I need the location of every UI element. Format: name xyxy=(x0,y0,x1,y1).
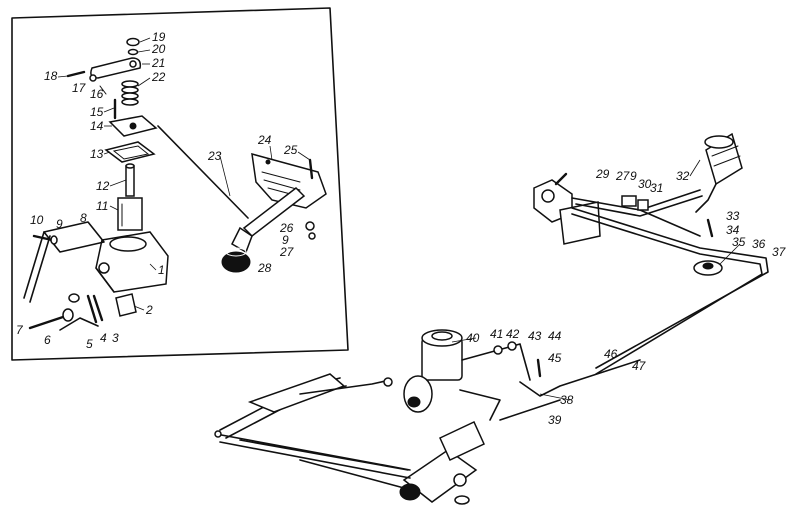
callout-21: 21 xyxy=(151,56,165,70)
callout-37: 37 xyxy=(772,245,787,259)
callout-13: 13 xyxy=(90,147,104,161)
callout-10: 10 xyxy=(30,213,44,227)
callout-19: 19 xyxy=(152,30,166,44)
callout-15: 15 xyxy=(90,105,104,119)
callout-39: 39 xyxy=(548,413,562,427)
callout-28: 28 xyxy=(257,261,272,275)
callout-45: 45 xyxy=(548,351,562,365)
callout-36: 36 xyxy=(752,237,766,251)
leader-lines xyxy=(57,37,741,401)
callout-25: 25 xyxy=(283,143,298,157)
callout-9a: 9 xyxy=(56,217,63,231)
callout-27b: 27 xyxy=(615,169,631,183)
callout-18: 18 xyxy=(44,69,58,83)
pedal-bracket-assembly xyxy=(23,37,169,331)
callout-1: 1 xyxy=(158,263,165,277)
pedal-lever xyxy=(221,187,316,273)
callout-20: 20 xyxy=(151,42,166,56)
callout-4: 4 xyxy=(100,331,107,345)
callout-16: 16 xyxy=(90,87,104,101)
callout-41: 41 xyxy=(490,327,503,341)
callout-labels: 19 20 21 22 18 17 16 15 14 13 12 11 10 9… xyxy=(16,30,787,427)
callout-47: 47 xyxy=(632,359,647,373)
callout-6: 6 xyxy=(44,333,51,347)
slave-cylinder-assembly xyxy=(399,329,641,505)
callout-30: 30 xyxy=(638,177,652,191)
callout-42: 42 xyxy=(506,327,520,341)
callout-5: 5 xyxy=(86,337,93,351)
callout-3: 3 xyxy=(112,331,119,345)
linkage-levers xyxy=(214,373,411,489)
callout-31: 31 xyxy=(650,181,663,195)
callout-11: 11 xyxy=(96,199,108,213)
callout-33: 33 xyxy=(726,209,740,223)
callout-29: 29 xyxy=(595,167,610,181)
callout-7: 7 xyxy=(16,323,24,337)
callout-24: 24 xyxy=(257,133,272,147)
callout-34: 34 xyxy=(726,223,740,237)
inset-frame xyxy=(11,7,349,361)
callout-14: 14 xyxy=(90,119,104,133)
callout-22: 22 xyxy=(151,70,166,84)
callout-12: 12 xyxy=(96,179,110,193)
callout-38: 38 xyxy=(560,393,574,407)
callout-35: 35 xyxy=(732,235,746,249)
push-rod xyxy=(157,125,249,219)
callout-9b: 9 xyxy=(282,233,289,247)
callout-40: 40 xyxy=(466,331,480,345)
callout-17: 17 xyxy=(72,81,87,95)
callout-26: 26 xyxy=(279,221,294,235)
spring xyxy=(121,80,139,106)
master-cylinder-assembly xyxy=(533,132,769,375)
callout-8: 8 xyxy=(80,211,87,225)
callout-44: 44 xyxy=(548,329,562,343)
callout-32: 32 xyxy=(676,169,690,183)
callout-43: 43 xyxy=(528,329,542,343)
callout-2: 2 xyxy=(145,303,153,317)
callout-46: 46 xyxy=(604,347,618,361)
callout-23: 23 xyxy=(207,149,222,163)
callout-27a: 27 xyxy=(279,245,295,259)
callout-9c: 9 xyxy=(630,169,637,183)
